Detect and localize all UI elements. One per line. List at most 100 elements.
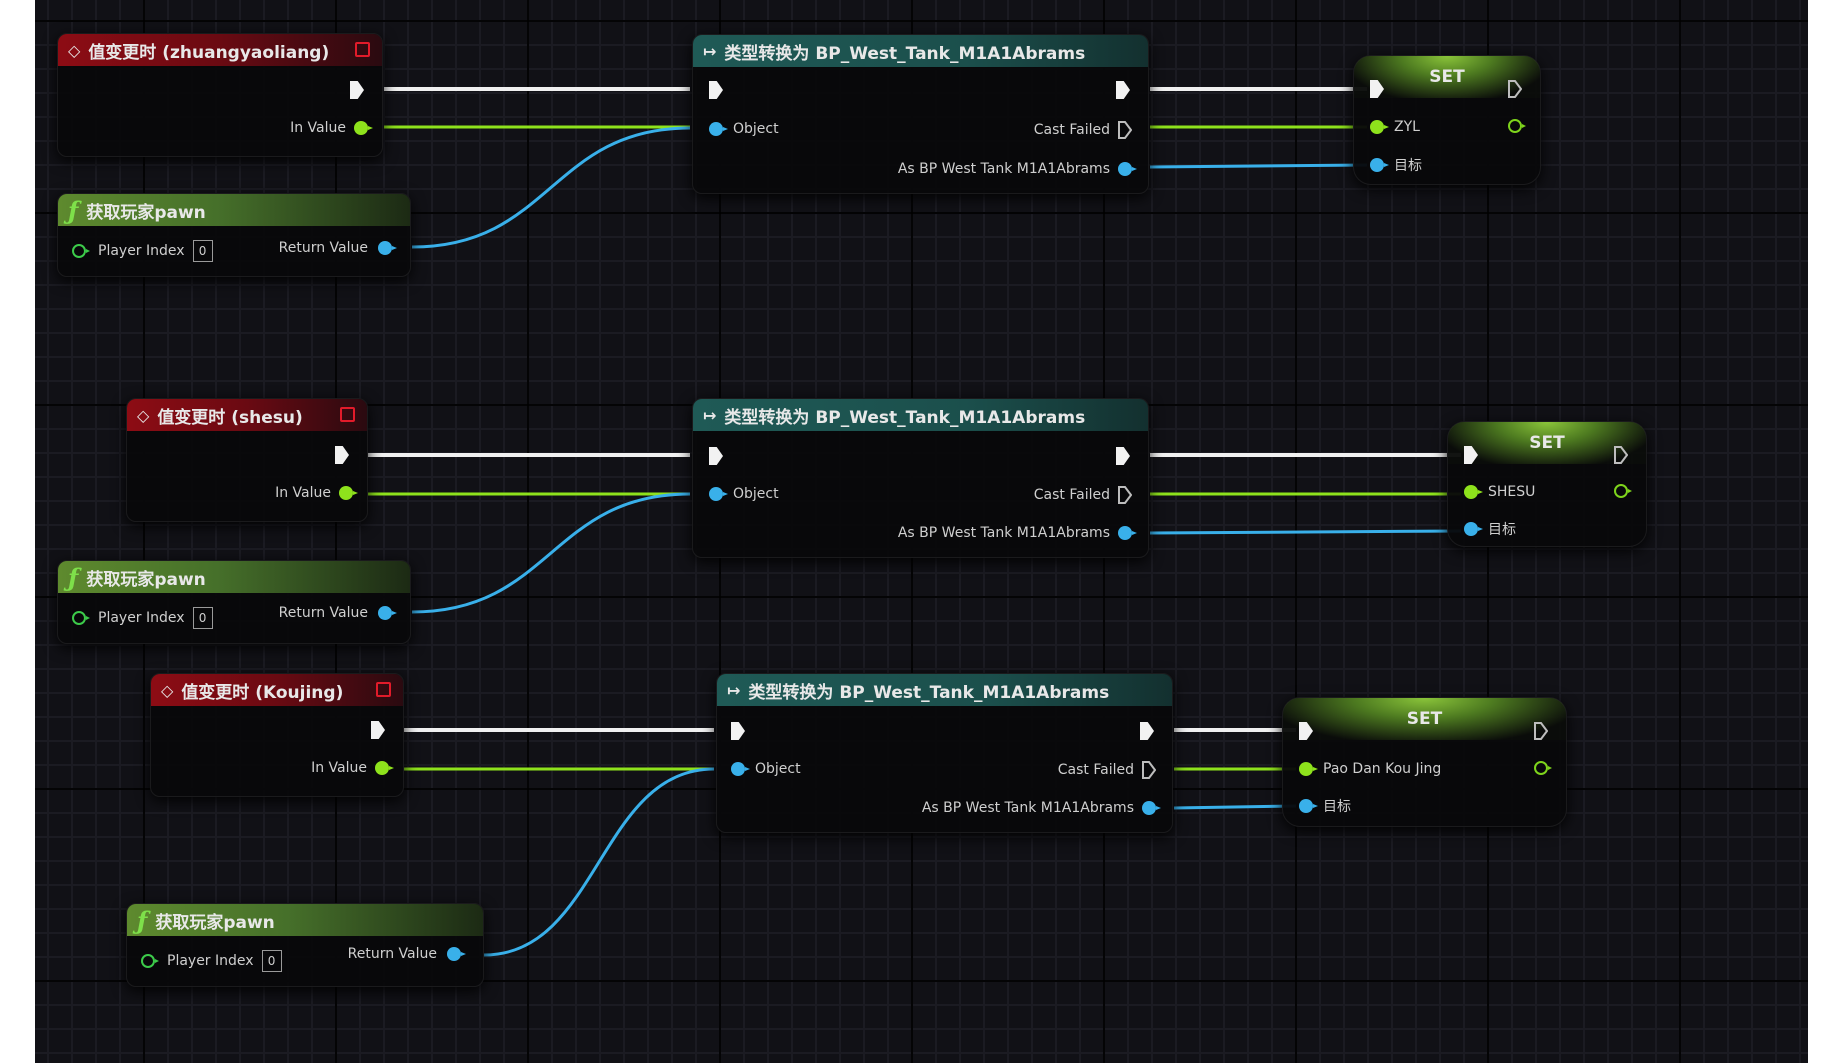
set-node-zyl[interactable]: SET ZYL 目标 — [1353, 55, 1541, 185]
value-out-pin[interactable] — [1534, 761, 1552, 775]
function-node-header[interactable]: ƒ 获取玩家pawn — [127, 904, 483, 936]
in-value-label: In Value — [275, 485, 331, 501]
cast-arrow-icon: ↦ — [727, 680, 741, 700]
cast-node[interactable]: ↦ 类型转换为 BP_West_Tank_M1A1Abrams Object C… — [692, 398, 1149, 558]
value-in-pin[interactable] — [1299, 762, 1318, 776]
as-cast-label: As BP West Tank M1A1Abrams — [921, 800, 1134, 816]
player-index-label: Player Index — [98, 610, 185, 626]
exec-out-pin[interactable] — [1508, 80, 1522, 98]
exec-in-pin[interactable] — [1370, 80, 1384, 98]
delegate-pin-icon[interactable] — [355, 42, 370, 57]
delegate-pin-icon[interactable] — [376, 682, 391, 697]
exec-in-pin[interactable] — [709, 447, 723, 465]
exec-out-pin[interactable] — [350, 81, 364, 99]
cast-failed-pin[interactable] — [1142, 761, 1156, 779]
exec-in-pin[interactable] — [731, 722, 745, 740]
function-title: 获取玩家pawn — [86, 569, 206, 590]
set-node-shesu[interactable]: SET SHESU 目标 — [1447, 421, 1647, 547]
return-value-pin[interactable] — [447, 947, 466, 961]
as-cast-pin[interactable] — [1118, 162, 1137, 176]
player-index-input[interactable]: 0 — [192, 240, 213, 262]
as-cast-pin[interactable] — [1142, 801, 1161, 815]
cast-node[interactable]: ↦ 类型转换为 BP_West_Tank_M1A1Abrams Object C… — [716, 673, 1173, 833]
value-in-pin[interactable] — [1464, 485, 1483, 499]
return-value-pin[interactable] — [378, 241, 397, 255]
event-node-koujing[interactable]: ◇ 值变更时 (Koujing) In Value — [150, 673, 404, 797]
player-index-input[interactable]: 0 — [192, 607, 213, 629]
object-pin[interactable] — [731, 762, 750, 776]
function-node-header[interactable]: ƒ 获取玩家pawn — [58, 561, 410, 593]
player-index-input[interactable]: 0 — [261, 950, 282, 972]
set-title: SET — [1406, 709, 1443, 729]
return-value-label: Return Value — [278, 605, 368, 621]
set-node-header[interactable]: SET — [1448, 422, 1646, 464]
cast-failed-pin[interactable] — [1118, 486, 1132, 504]
variable-label: ZYL — [1394, 119, 1420, 135]
object-label: Object — [733, 486, 779, 502]
event-title: 值变更时 (Koujing) — [181, 682, 344, 703]
target-label: 目标 — [1323, 799, 1351, 815]
in-value-pin[interactable] — [375, 761, 394, 775]
in-value-label: In Value — [290, 120, 346, 136]
event-node-header[interactable]: ◇ 值变更时 (shesu) — [127, 399, 367, 431]
in-value-pin[interactable] — [339, 486, 358, 500]
cast-node-header[interactable]: ↦ 类型转换为 BP_West_Tank_M1A1Abrams — [717, 674, 1172, 706]
cast-title: 类型转换为 BP_West_Tank_M1A1Abrams — [724, 43, 1086, 64]
value-in-pin[interactable] — [1370, 120, 1389, 134]
get-player-pawn-node[interactable]: ƒ 获取玩家pawn Player Index 0 Return Value — [126, 903, 484, 987]
value-out-pin[interactable] — [1614, 484, 1632, 498]
cast-node-header[interactable]: ↦ 类型转换为 BP_West_Tank_M1A1Abrams — [693, 399, 1148, 431]
exec-out-pin[interactable] — [1614, 446, 1628, 464]
event-node-header[interactable]: ◇ 值变更时 (Koujing) — [151, 674, 403, 706]
target-pin[interactable] — [1370, 158, 1389, 172]
exec-out-pin[interactable] — [1116, 81, 1130, 99]
function-node-header[interactable]: ƒ 获取玩家pawn — [58, 194, 410, 226]
event-diamond-icon: ◇ — [68, 40, 81, 60]
exec-out-pin[interactable] — [335, 446, 349, 464]
object-pin[interactable] — [709, 487, 728, 501]
as-cast-label: As BP West Tank M1A1Abrams — [897, 525, 1110, 541]
event-node-header[interactable]: ◇ 值变更时 (zhuangyaoliang) — [58, 34, 382, 66]
cast-arrow-icon: ↦ — [703, 41, 717, 61]
get-player-pawn-node[interactable]: ƒ 获取玩家pawn Player Index 0 Return Value — [57, 560, 411, 644]
exec-out-pin[interactable] — [1140, 722, 1154, 740]
return-value-label: Return Value — [278, 240, 368, 256]
value-out-pin[interactable] — [1508, 119, 1526, 133]
event-node-zhuangyaoliang[interactable]: ◇ 值变更时 (zhuangyaoliang) In Value — [57, 33, 383, 157]
exec-out-pin[interactable] — [1534, 722, 1548, 740]
exec-out-pin[interactable] — [1116, 447, 1130, 465]
target-pin[interactable] — [1299, 799, 1318, 813]
player-index-label: Player Index — [167, 953, 254, 969]
target-pin[interactable] — [1464, 522, 1483, 536]
get-player-pawn-node[interactable]: ƒ 获取玩家pawn Player Index 0 Return Value — [57, 193, 411, 277]
object-pin[interactable] — [709, 122, 728, 136]
in-value-pin[interactable] — [354, 121, 373, 135]
variable-label: Pao Dan Kou Jing — [1323, 761, 1442, 777]
exec-out-pin[interactable] — [371, 721, 385, 739]
cast-failed-pin[interactable] — [1118, 121, 1132, 139]
event-diamond-icon: ◇ — [137, 405, 150, 425]
exec-in-pin[interactable] — [1299, 722, 1313, 740]
cast-arrow-icon: ↦ — [703, 405, 717, 425]
event-title: 值变更时 (shesu) — [157, 407, 303, 428]
exec-in-pin[interactable] — [709, 81, 723, 99]
cast-title: 类型转换为 BP_West_Tank_M1A1Abrams — [724, 407, 1086, 428]
set-node-header[interactable]: SET — [1283, 698, 1566, 740]
set-title: SET — [1529, 433, 1565, 453]
function-icon: ƒ — [68, 195, 79, 225]
event-node-shesu[interactable]: ◇ 值变更时 (shesu) In Value — [126, 398, 368, 522]
variable-label: SHESU — [1488, 484, 1536, 500]
cast-node-header[interactable]: ↦ 类型转换为 BP_West_Tank_M1A1Abrams — [693, 35, 1148, 67]
cast-node[interactable]: ↦ 类型转换为 BP_West_Tank_M1A1Abrams Object C… — [692, 34, 1149, 194]
exec-in-pin[interactable] — [1464, 446, 1478, 464]
set-node-pao-dan-kou-jing[interactable]: SET Pao Dan Kou Jing 目标 — [1282, 697, 1567, 827]
as-cast-pin[interactable] — [1118, 526, 1137, 540]
return-value-pin[interactable] — [378, 606, 397, 620]
player-index-pin[interactable] — [72, 244, 90, 258]
as-cast-label: As BP West Tank M1A1Abrams — [897, 161, 1110, 177]
delegate-pin-icon[interactable] — [340, 407, 355, 422]
player-index-pin[interactable] — [72, 611, 90, 625]
player-index-pin[interactable] — [141, 954, 159, 968]
in-value-label: In Value — [311, 760, 367, 776]
function-icon: ƒ — [68, 562, 79, 592]
